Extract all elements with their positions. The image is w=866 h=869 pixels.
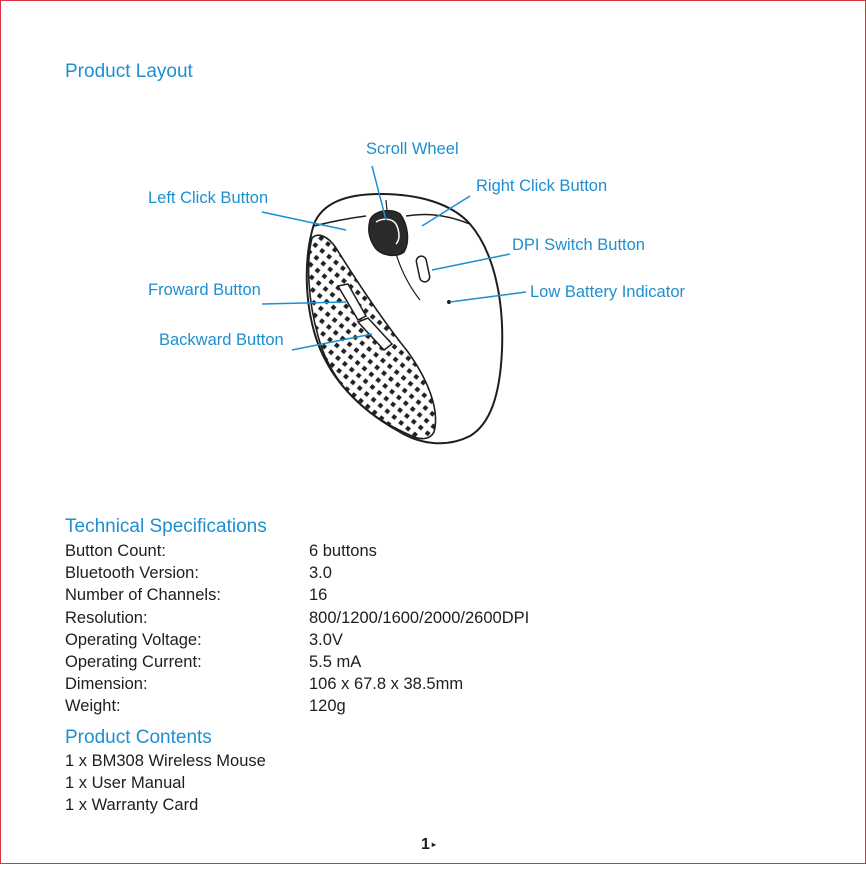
spec-row: Button Count: 6 buttons [65,540,625,562]
spec-value: 106 x 67.8 x 38.5mm [309,675,464,694]
scroll-wheel-shape [368,209,409,257]
leader-left-click [261,211,347,231]
callout-dpi-switch: DPI Switch Button [512,236,645,254]
callout-forward: Froward Button [148,281,261,299]
grip-outline [307,234,437,440]
spec-row: Dimension: 106 x 67.8 x 38.5mm [65,673,625,695]
contents-list: 1 x BM308 Wireless Mouse 1 x User Manual… [65,750,266,817]
spec-label: Dimension: [65,675,148,694]
section-title-product-contents: Product Contents [65,727,212,748]
spec-value: 800/1200/1600/2000/2600DPI [309,608,530,627]
spec-label: Bluetooth Version: [65,564,199,583]
callout-backward: Backward Button [159,331,284,349]
page-marker-icon: ▸ [431,840,436,850]
spec-label: Operating Current: [65,652,202,671]
spec-row: Number of Channels: 16 [65,584,625,606]
spec-value: 3.0 [309,564,332,583]
spec-row: Bluetooth Version: 3.0 [65,562,625,584]
battery-led-shape [447,300,451,304]
leader-right-click [421,195,471,227]
leader-scroll-wheel [371,165,387,221]
callout-left-click: Left Click Button [148,189,269,207]
spec-row: Operating Current: 5.5 mA [65,651,625,673]
spec-label: Weight: [65,697,121,716]
list-item: 1 x User Manual [65,774,186,793]
specs-table: Button Count: 6 buttons Bluetooth Versio… [65,540,625,718]
leader-forward [261,301,347,305]
spec-label: Number of Channels: [65,586,221,605]
leader-dpi-switch [431,253,511,271]
spec-row: Weight: 120g [65,695,625,717]
spec-value: 5.5 mA [309,652,362,671]
list-item: 1 x Warranty Card [65,796,199,815]
spec-value: 3.0V [309,630,343,649]
callout-right-click: Right Click Button [476,177,608,195]
dpi-button-shape [415,255,431,283]
spec-value: 16 [309,586,328,605]
section-title-product-layout: Product Layout [65,61,193,82]
spec-row: Resolution: 800/1200/1600/2000/2600DPI [65,607,625,629]
spec-label: Operating Voltage: [65,630,202,649]
page-number-value: 1 [421,836,430,853]
spec-value: 120g [309,697,346,716]
leader-low-battery [449,291,527,303]
spec-label: Resolution: [65,608,148,627]
forward-button-shape [336,283,368,321]
backward-button-shape [356,317,394,352]
spec-value: 6 buttons [309,542,377,560]
leader-backward [291,333,373,351]
callout-low-battery: Low Battery Indicator [530,283,685,301]
page-number: 1▸ [421,836,436,854]
list-item: 1 x BM308 Wireless Mouse [65,752,266,770]
spec-label: Button Count: [65,542,166,560]
callout-scroll-wheel: Scroll Wheel [366,140,459,158]
section-title-technical-specifications: Technical Specifications [65,516,267,537]
spec-row: Operating Voltage: 3.0V [65,629,625,651]
